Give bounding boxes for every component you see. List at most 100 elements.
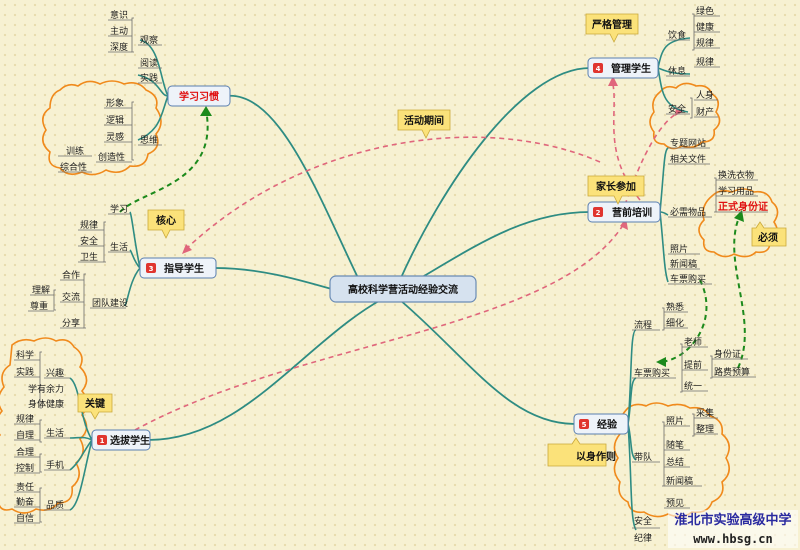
topic-label: 兴趣 <box>46 367 64 379</box>
topic-label: 安全 <box>634 515 652 527</box>
topic-label: 正式身份证 <box>718 200 768 213</box>
cloud-study <box>42 80 162 176</box>
topic-label: 品质 <box>46 499 64 511</box>
topic-label: 车票购买 <box>634 367 670 379</box>
root-node[interactable]: 高校科学营活动经验交流 <box>329 275 477 303</box>
branch-node-train[interactable]: 2 营前培训 <box>587 201 661 223</box>
cloud-idcard <box>698 188 779 258</box>
cloud-select <box>0 337 88 514</box>
topic-label: 思维 <box>140 134 158 146</box>
topic-label: 换洗衣物 <box>718 169 754 181</box>
topic-label: 严格管理 <box>591 18 632 31</box>
main-connectors <box>147 67 591 441</box>
watermark-school: 淮北市实验高级中学 <box>673 512 791 528</box>
badge-number: 4 <box>596 65 601 73</box>
topic-label: 以身作则 <box>576 450 616 463</box>
branch-node-experience[interactable]: 5 经验 <box>573 413 629 435</box>
callout-key[interactable]: 关键 <box>77 393 113 420</box>
branch-label: 营前培训 <box>612 206 652 219</box>
topic-label: 交流 <box>62 291 80 303</box>
topic-label: 活动期间 <box>404 114 444 127</box>
topic-label: 家长参加 <box>596 180 636 193</box>
exp-leaves: 流程 熟悉 细化 车票购买 老师 提前 身份证 路费预算 统一 带队 照片 采集… <box>634 301 750 544</box>
topic-label: 新闻稿 <box>666 475 693 487</box>
cloud-manage <box>649 82 721 150</box>
topic-label: 规律 <box>16 413 34 425</box>
sub-connectors-right <box>627 13 768 531</box>
topic-label: 规律 <box>80 219 98 231</box>
topic-label: 规律 <box>696 37 714 49</box>
topic-label: 自理 <box>16 429 34 441</box>
branch-label: 选拔学生 <box>110 434 150 447</box>
topic-label: 尊重 <box>30 300 48 312</box>
cloud-exp <box>613 402 730 518</box>
callout-required[interactable]: 必须 <box>751 221 787 247</box>
sub-connectors-left <box>14 17 169 524</box>
topic-label: 身份证 <box>714 348 741 360</box>
edge-root-b5 <box>399 299 576 425</box>
topic-label: 生活 <box>110 241 128 253</box>
relation-ticket-exp <box>659 279 708 363</box>
topic-label: 意识 <box>110 9 128 21</box>
topic-label: 实践 <box>140 72 158 84</box>
topic-label: 饮食 <box>668 29 686 41</box>
topic-label: 安全 <box>80 235 98 247</box>
topic-label: 带队 <box>634 451 652 463</box>
relation-b2-safety <box>624 111 681 206</box>
topic-label: 绿色 <box>696 5 714 17</box>
topic-label: 预见 <box>666 498 684 509</box>
topic-label: 形象 <box>106 97 124 109</box>
topic-label: 必需物品 <box>670 206 706 218</box>
topic-label: 综合性 <box>60 161 87 173</box>
callout-parents[interactable]: 家长参加 <box>587 175 645 205</box>
callout-activity[interactable]: 活动期间 <box>397 109 451 139</box>
topic-label: 团队建设 <box>92 297 128 309</box>
edge-root-b3 <box>214 267 336 291</box>
topic-label: 必须 <box>757 231 778 244</box>
topic-label: 流程 <box>634 319 652 331</box>
topic-label: 核心 <box>156 214 176 227</box>
branch-label: 管理学生 <box>611 62 651 75</box>
relation-budget-idcard <box>733 214 746 369</box>
select-leaves: 兴趣 科学 实践 学有余力 身体健康 生活 规律 自理 手机 合理 控制 品质 … <box>16 349 64 524</box>
topic-label: 勤奋 <box>16 496 34 508</box>
callout-strict[interactable]: 严格管理 <box>585 13 639 43</box>
topic-label: 熟悉 <box>666 301 684 313</box>
topic-label: 合作 <box>62 269 80 281</box>
topic-label: 财产 <box>696 106 714 118</box>
topic-label: 理解 <box>32 284 50 296</box>
branch-node-guide[interactable]: 3 指导学生 <box>139 257 217 279</box>
topic-label: 学习 <box>110 203 128 215</box>
branch-node-select[interactable]: 1 选拔学生 <box>91 429 151 451</box>
topic-label: 新闻稿 <box>670 258 697 270</box>
topic-label: 控制 <box>16 462 34 474</box>
root-title: 高校科学营活动经验交流 <box>348 283 458 296</box>
topic-label: 休息 <box>668 65 686 77</box>
topic-label: 主动 <box>110 25 128 37</box>
topic-label: 科学 <box>16 349 34 361</box>
study-leaves: 意识 主动 深度 观察 阅读 实践 思维 形象 逻辑 灵感 创造性 训练 综合性 <box>60 9 158 173</box>
edge-root-b4 <box>399 67 591 281</box>
topic-label: 照片 <box>670 243 688 255</box>
topic-label: 采集 <box>696 407 714 419</box>
branch-label: 经验 <box>597 418 618 431</box>
topic-label: 照片 <box>666 415 684 427</box>
topic-label: 身体健康 <box>28 398 64 410</box>
callout-example[interactable]: 以身作则 <box>547 437 616 467</box>
manage-leaves: 饮食 绿色 健康 规律 休息 规律 安全 人身 财产 <box>668 5 714 118</box>
topic-label: 统一 <box>684 380 702 392</box>
relation-activity-b3 <box>184 136 601 251</box>
topic-label: 分享 <box>62 317 80 329</box>
watermark-url: www.hbsg.cn <box>693 532 772 546</box>
topic-label: 纪律 <box>634 532 652 544</box>
branch-node-manage[interactable]: 4 管理学生 <box>587 57 659 79</box>
topic-label: 阅读 <box>140 57 158 69</box>
edge-root-study <box>225 95 361 283</box>
callout-core[interactable]: 核心 <box>147 209 185 239</box>
topic-label: 自信 <box>16 512 34 524</box>
topic-label: 相关文件 <box>670 153 706 165</box>
badge-number: 2 <box>596 209 601 217</box>
branch-node-study[interactable]: 学习习惯 <box>167 85 231 107</box>
topic-label: 训练 <box>66 145 84 157</box>
